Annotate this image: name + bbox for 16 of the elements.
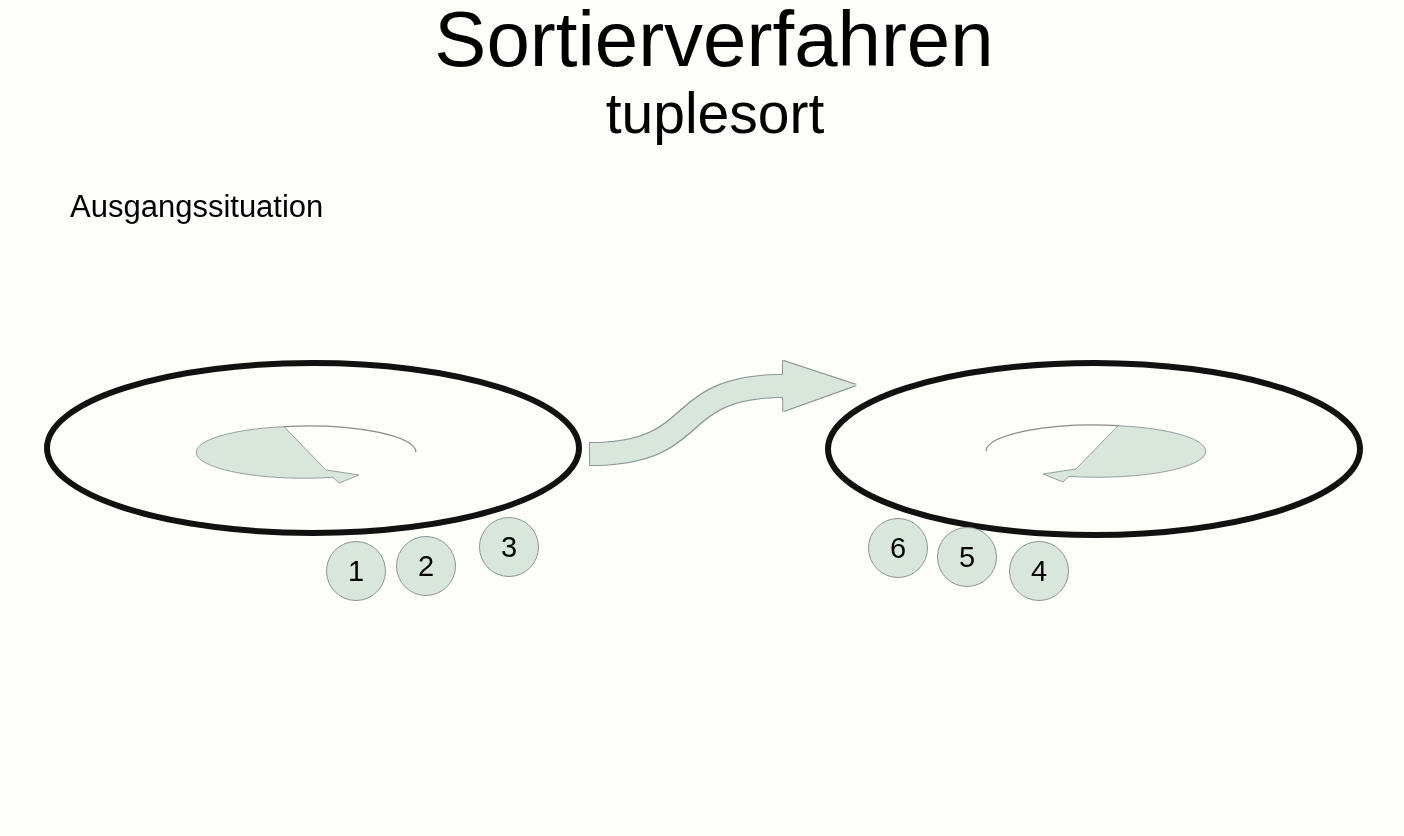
numbered-circle (1009, 541, 1069, 601)
numbered-circle (326, 541, 386, 601)
circle-number: 4 (1030, 556, 1048, 586)
ellipse-ring (44, 360, 582, 536)
numbered-circle (937, 527, 997, 587)
ellipse-ring (825, 360, 1363, 538)
circle-number: 2 (417, 551, 435, 581)
circle-number: 3 (500, 532, 518, 562)
circle-number: 1 (347, 556, 365, 586)
numbered-circle (868, 518, 928, 578)
numbered-circle (479, 517, 539, 577)
circle-number: 6 (889, 533, 907, 563)
numbered-circle (396, 536, 456, 596)
title: Sortierverfahren (434, 0, 994, 78)
circle-number: 5 (958, 542, 976, 572)
section-label: Ausgangssituation (70, 191, 324, 222)
